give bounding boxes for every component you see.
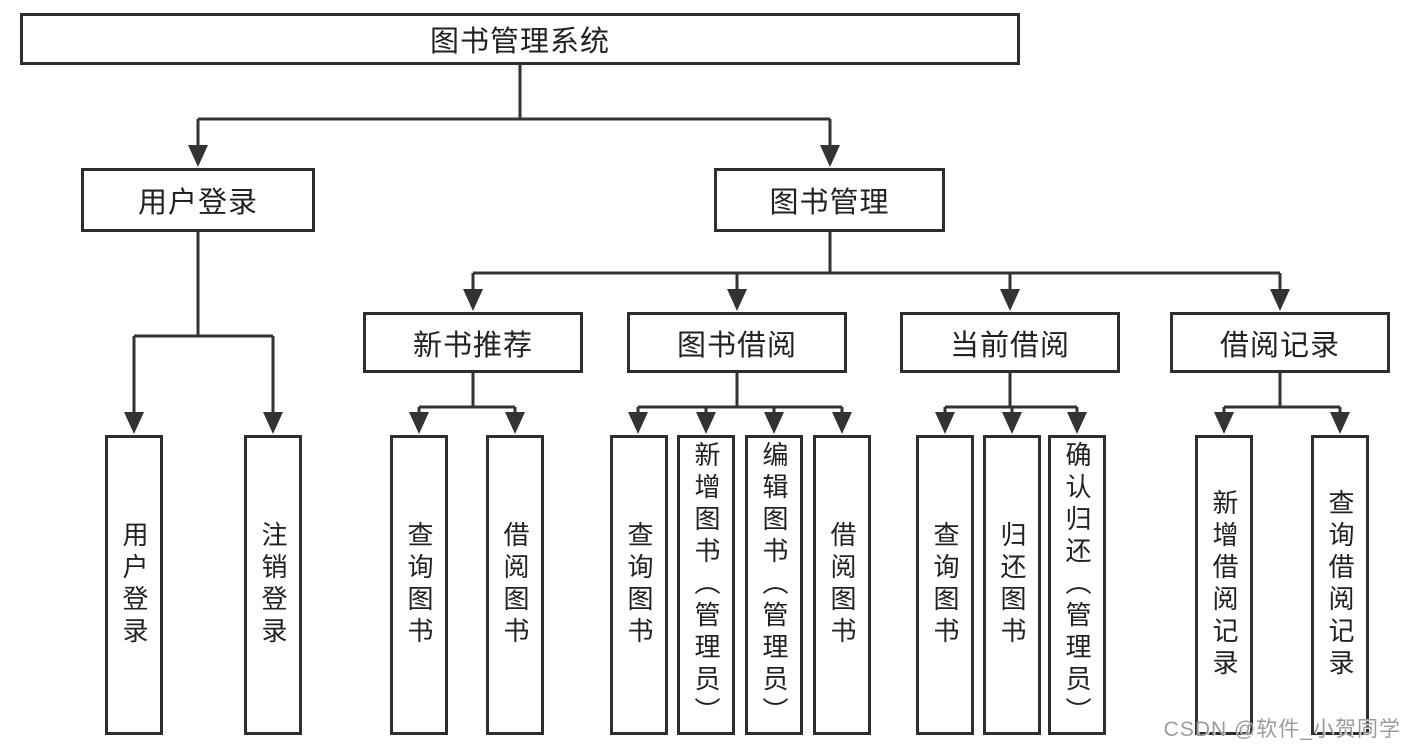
connector-bookmgmt-children <box>471 232 1282 295</box>
leaf-user-login: 用户登录 <box>105 435 163 735</box>
node-book-borrow: 图书借阅 <box>627 312 847 373</box>
node-label: 新增图书（管理员） <box>691 441 721 729</box>
node-label: 注销登录 <box>258 521 288 649</box>
node-label: 查询借阅记录 <box>1325 489 1355 681</box>
node-label: 查询图书 <box>930 521 960 649</box>
node-root: 图书管理系统 <box>20 13 1020 65</box>
arrowheads-newbook-children <box>409 412 525 434</box>
node-book-management: 图书管理 <box>714 168 945 232</box>
arrowheads-level3 <box>463 289 1290 311</box>
connector-currentborrow-children <box>943 373 1079 417</box>
connector-borrowrecords-children <box>1222 373 1342 417</box>
connector-userlogin-children <box>132 232 275 417</box>
node-label: 确认归还（管理员） <box>1062 441 1092 729</box>
node-label: 借阅记录 <box>1219 329 1340 362</box>
leaf-bb-query-book: 查询图书 <box>610 435 668 735</box>
leaf-br-add-borrow-record: 新增借阅记录 <box>1195 435 1253 735</box>
node-label: 新书推荐 <box>412 329 533 362</box>
connector-newbook-children <box>417 373 517 417</box>
connector-bookborrow-children <box>636 373 844 417</box>
leaf-cb-query-book: 查询图书 <box>916 435 974 735</box>
node-label: 查询图书 <box>624 521 654 649</box>
arrowheads-currentborrow-children <box>935 412 1087 434</box>
node-current-borrow: 当前借阅 <box>900 312 1120 373</box>
leaf-bb-edit-book-admin: 编辑图书（管理员） <box>745 435 803 735</box>
leaf-logout: 注销登录 <box>244 435 302 735</box>
node-label: 用户登录 <box>137 187 258 219</box>
node-user-login: 用户登录 <box>81 168 315 232</box>
leaf-nbr-borrow-book: 借阅图书 <box>486 435 544 735</box>
node-label: 用户登录 <box>119 521 149 649</box>
node-label: 查询图书 <box>404 521 434 649</box>
node-label: 借阅图书 <box>827 521 857 649</box>
watermark: CSDN @软件_小贺同学 <box>1163 718 1401 741</box>
connector-root-to-level2 <box>196 65 832 150</box>
leaf-cb-confirm-return-admin: 确认归还（管理员） <box>1048 435 1106 735</box>
leaf-nbr-query-book: 查询图书 <box>390 435 448 735</box>
leaf-bb-add-book-admin: 新增图书（管理员） <box>677 435 735 735</box>
arrowheads-borrowrecords-children <box>1214 412 1350 434</box>
node-label: 新增借阅记录 <box>1209 489 1239 681</box>
leaf-br-query-borrow-record: 查询借阅记录 <box>1311 435 1369 735</box>
node-new-book-recommend: 新书推荐 <box>363 312 583 373</box>
arrowheads-bookborrow-children <box>628 412 852 434</box>
node-label: 借阅图书 <box>500 521 530 649</box>
node-label: 当前借阅 <box>949 329 1070 362</box>
leaf-cb-return-book: 归还图书 <box>983 435 1041 735</box>
arrowheads-level2 <box>188 145 840 167</box>
node-label: 图书管理 <box>769 187 890 219</box>
leaf-bb-borrow-book: 借阅图书 <box>813 435 871 735</box>
node-label: 图书管理系统 <box>429 26 610 58</box>
node-label: 编辑图书（管理员） <box>759 441 789 729</box>
arrowheads-userlogin-children <box>124 412 283 434</box>
node-borrow-records: 借阅记录 <box>1170 312 1390 373</box>
node-label: 归还图书 <box>997 521 1027 649</box>
node-label: 图书借阅 <box>676 329 797 362</box>
